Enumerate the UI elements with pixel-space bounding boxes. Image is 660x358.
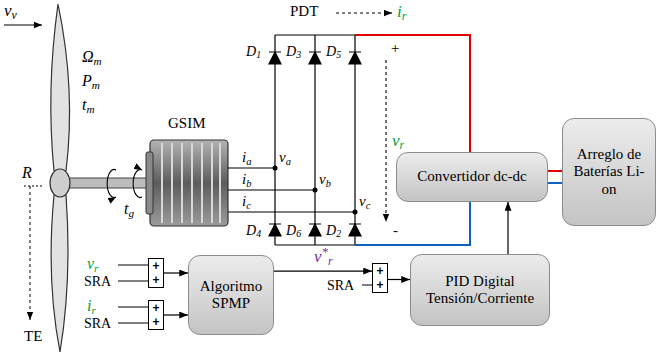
connector-line — [274, 271, 372, 272]
signal-name: Ωm — [82, 48, 102, 65]
sign-symbol: + — [373, 264, 387, 278]
pin-name: D3 — [286, 43, 301, 60]
subscript: a — [246, 156, 251, 167]
sign-symbol: + — [149, 315, 163, 329]
signal-name: vr — [391, 132, 405, 149]
sign-symbol: + — [149, 259, 163, 273]
subscript: 5 — [336, 49, 341, 60]
signal-name: vb — [319, 171, 331, 188]
subscript: 6 — [296, 228, 301, 239]
summing-block: ++ — [148, 300, 164, 330]
signal-label: v*r — [313, 248, 334, 266]
subscript: b — [326, 178, 331, 189]
signal-name: SRA — [327, 277, 354, 294]
summing-block: ++ — [372, 263, 388, 293]
signal-name: vc — [359, 193, 370, 210]
signal-name: Pm — [82, 72, 100, 89]
torque-arrow — [107, 170, 142, 198]
connector-line — [548, 182, 562, 184]
connector-line — [164, 314, 188, 315]
box-label: Convertidor dc-dc — [417, 168, 527, 185]
algorithm-box: Algoritmo SPMP — [188, 255, 274, 335]
subscript: c — [246, 200, 251, 211]
subscript: 3 — [296, 49, 301, 60]
superscript: * — [322, 245, 328, 259]
signal-name: ir — [396, 3, 407, 20]
signal-name: va — [279, 149, 291, 166]
part-name: PDT — [290, 3, 318, 20]
pin-name: D1 — [246, 43, 261, 60]
connector-line — [548, 170, 562, 172]
converter-box: Convertidor dc-dc — [396, 152, 548, 202]
part-name: GSIM — [168, 115, 206, 132]
subscript: m — [86, 103, 94, 115]
box-label: PID Digital Tensión/Corriente — [416, 273, 544, 308]
box-label: Arreglo de Baterías Li-on — [568, 146, 650, 198]
signal-name: vv — [4, 2, 17, 19]
signal-name: tg — [124, 200, 134, 217]
wind-arrow — [4, 25, 42, 26]
subscript: 4 — [256, 228, 261, 239]
summing-block: ++ — [148, 258, 164, 288]
controller-box: PID Digital Tensión/Corriente — [410, 254, 550, 326]
subscript: v — [12, 8, 17, 22]
pin-name: D2 — [326, 222, 341, 239]
pin-name: D4 — [246, 222, 261, 239]
battery-box: Arreglo de Baterías Li-on — [562, 118, 656, 226]
box-text: Algoritmo SPMP — [194, 278, 268, 313]
dc-bus — [355, 35, 470, 245]
subscript: 1 — [256, 49, 261, 60]
turbine-blade — [50, 4, 70, 352]
sign-symbol: + — [149, 301, 163, 315]
subscript: m — [94, 55, 102, 67]
sign-symbol: + — [373, 278, 387, 292]
box-text: PID Digital Tensión/Corriente — [416, 273, 544, 308]
subscript: a — [286, 156, 291, 167]
phase-wires — [228, 168, 355, 212]
subscript: r — [94, 262, 98, 274]
connector-line — [164, 272, 188, 273]
subscript: m — [92, 79, 100, 91]
subscript: r — [328, 254, 333, 268]
radius-dimension — [24, 186, 44, 320]
diode-bridge — [269, 35, 361, 245]
box-text: Convertidor dc-dc — [417, 168, 527, 185]
signal-name: vr — [86, 255, 99, 272]
box-label: Algoritmo SPMP — [194, 278, 268, 313]
signal-name: SRA — [84, 273, 111, 290]
part-name: TE — [24, 328, 42, 345]
signal-name: SRA — [84, 315, 111, 332]
signal-name: ia — [242, 149, 251, 166]
subscript: c — [366, 200, 371, 211]
box-text: Arreglo de Baterías Li-on — [568, 146, 650, 198]
signal-name: tm — [82, 96, 95, 113]
subscript: b — [246, 178, 251, 189]
generator-symbol — [146, 140, 228, 226]
subscript: 2 — [336, 228, 341, 239]
subscript: r — [91, 304, 95, 316]
polarity-sign: + — [391, 40, 399, 57]
dimension-label: R — [22, 164, 32, 181]
subscript: g — [128, 207, 134, 219]
measurement-arrows — [336, 13, 392, 222]
connector-line — [507, 202, 508, 254]
subscript: r — [400, 138, 405, 152]
signal-name: ic — [242, 193, 251, 210]
turbine-shaft — [66, 178, 152, 188]
pin-name: D6 — [286, 222, 301, 239]
signal-name: ib — [242, 171, 251, 188]
signal-name: ir — [86, 297, 97, 314]
polarity-sign: - — [393, 222, 398, 239]
pin-name: D5 — [326, 43, 341, 60]
subscript: r — [402, 9, 407, 23]
sign-symbol: + — [149, 273, 163, 287]
connector-line — [388, 279, 410, 280]
